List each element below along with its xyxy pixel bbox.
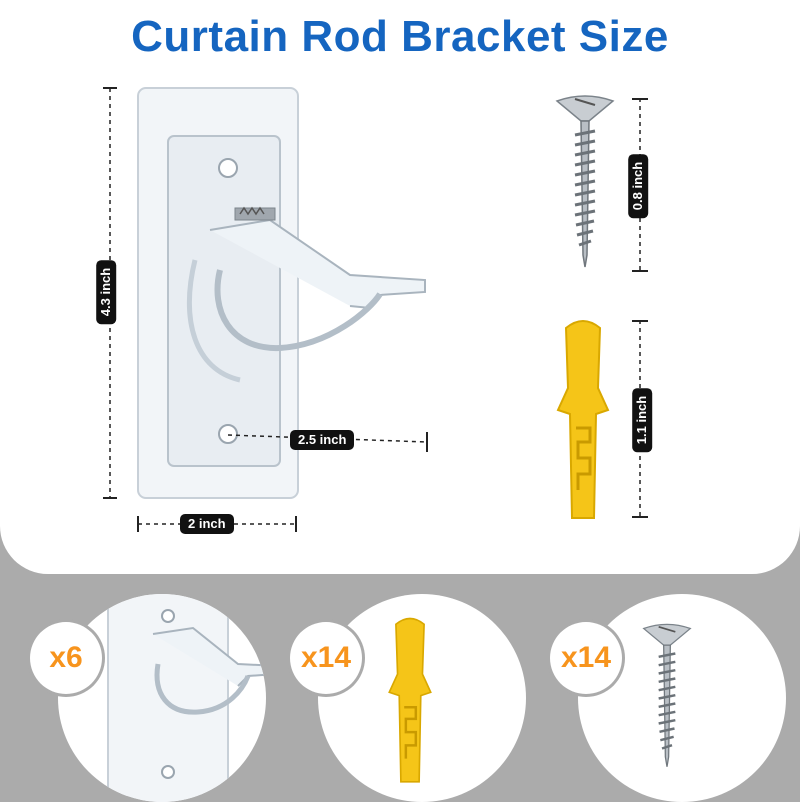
screw-quantity-circle — [578, 594, 786, 802]
anchor-quantity-circle — [318, 594, 526, 802]
page-title: Curtain Rod Bracket Size — [131, 12, 669, 61]
screw-quantity-badge: x14 — [550, 622, 622, 694]
bracket-thumbnail-icon — [107, 594, 266, 802]
bracket-illustration — [103, 87, 428, 532]
height-dimension-label: 4.3 inch — [96, 259, 117, 325]
bracket-quantity-badge: x6 — [30, 622, 102, 694]
width-dimension-label: 2 inch — [180, 514, 234, 534]
anchor-thumbnail-icon — [388, 617, 432, 783]
depth-dimension-label: 2.5 inch — [290, 430, 355, 450]
screw-icon — [555, 95, 615, 268]
anchor-dimension-label: 1.1 inch — [632, 387, 653, 453]
screw-thumbnail-icon — [642, 623, 692, 767]
screw-dimension-line — [632, 98, 648, 272]
anchor-icon — [556, 320, 610, 519]
bracket-quantity-circle — [58, 594, 266, 802]
anchor-quantity-badge: x14 — [290, 622, 362, 694]
screw-dimension-label: 0.8 inch — [628, 153, 649, 219]
